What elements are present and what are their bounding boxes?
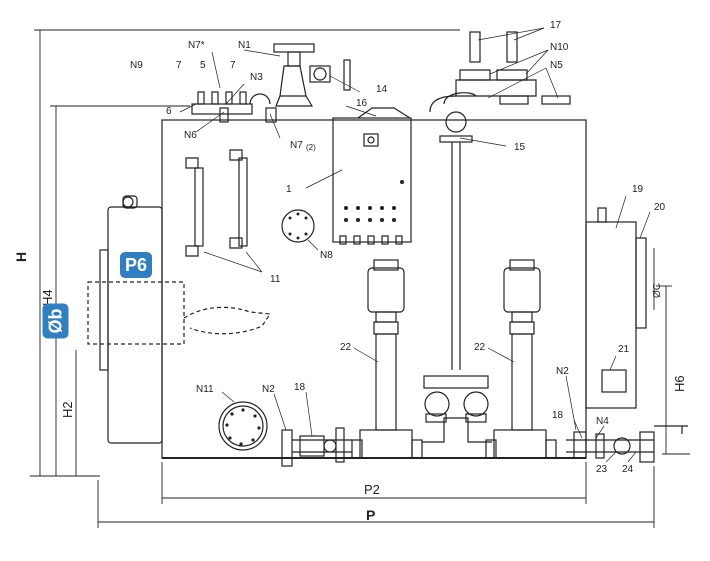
label-7a: 7 [176, 60, 182, 71]
label-21: 21 [618, 344, 630, 355]
label-6: 6 [166, 106, 172, 117]
pump-left [351, 259, 423, 459]
level-gauges [185, 149, 248, 257]
outlet-piping-right [566, 425, 688, 463]
badge-ob: Øb [42, 303, 69, 339]
label-n5: N5 [550, 60, 563, 71]
label-19: 19 [632, 184, 644, 195]
label-11: 11 [270, 274, 281, 285]
label-n11: N11 [196, 384, 214, 395]
label-5: 5 [200, 60, 206, 71]
label-24: 24 [622, 464, 634, 475]
label-n9: N9 [130, 60, 143, 71]
inlet-piping-left [281, 427, 352, 467]
leader-lines [179, 27, 651, 463]
dim-h2: H2 [60, 401, 75, 418]
label-n8: N8 [320, 250, 333, 261]
label-23: 23 [596, 464, 608, 475]
label-17: 17 [550, 20, 562, 31]
badge-p6: P6 [120, 252, 153, 278]
dim-p2: P2 [364, 482, 380, 497]
burner-assembly [87, 195, 272, 444]
pump-right [485, 259, 557, 459]
dim-h: H [13, 252, 29, 262]
label-7b: 7 [230, 60, 236, 71]
label-15: 15 [514, 142, 526, 153]
label-n6: N6 [184, 130, 197, 141]
steam-valve [273, 43, 351, 107]
label-n2b: N2 [556, 366, 569, 377]
dim-p: P [366, 507, 375, 523]
label-16: 16 [356, 98, 368, 109]
label-14: 14 [376, 84, 388, 95]
label-18b: 18 [552, 410, 564, 421]
dim-oc: ØC [652, 283, 663, 298]
dimension-lines [30, 29, 690, 528]
side-cabinet [585, 207, 647, 409]
label-20: 20 [654, 202, 666, 213]
dim-h6: H6 [672, 375, 687, 392]
safety-valves [429, 31, 571, 113]
pump-manifold [422, 375, 492, 443]
label-n2a: N2 [262, 384, 275, 395]
label-n7-star: N7* [188, 40, 205, 51]
label-18a: 18 [294, 382, 306, 393]
top-nozzles-left [191, 91, 277, 123]
tank-body [161, 119, 587, 459]
manhole-n8 [281, 209, 315, 243]
label-n7-b-sub: (2) [306, 143, 316, 152]
manhole-n11 [218, 401, 268, 451]
label-22b: 22 [474, 342, 486, 353]
label-n3: N3 [250, 72, 263, 83]
label-n10: N10 [550, 42, 569, 53]
valve-15 [439, 111, 473, 370]
control-panel [332, 107, 412, 245]
label-n1: N1 [238, 40, 251, 51]
dim-h4: H4 [40, 289, 55, 306]
label-n7-b: N7 [290, 140, 303, 151]
label-1: 1 [286, 184, 292, 195]
label-22a: 22 [340, 342, 352, 353]
label-n4: N4 [596, 416, 609, 427]
